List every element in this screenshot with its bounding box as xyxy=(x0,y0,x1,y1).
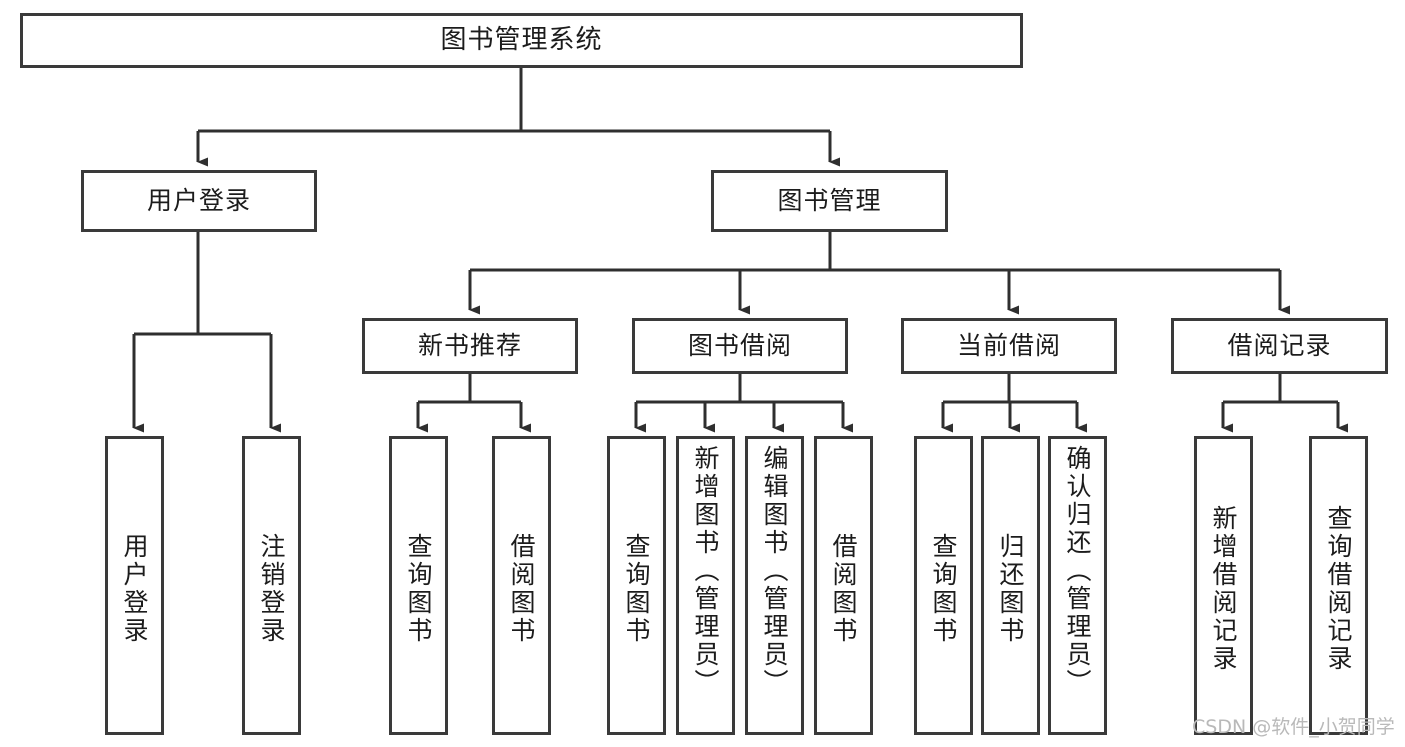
leaf-borrow-borrow-book[interactable]: 借阅图书 xyxy=(814,436,873,735)
node-label: 新增借阅记录 xyxy=(1209,504,1238,673)
leaf-borrow-query-book[interactable]: 查询图书 xyxy=(607,436,666,735)
leaf-current-confirm-return-admin[interactable]: 确认归还（管理员） xyxy=(1048,436,1107,735)
node-label: 当前借阅 xyxy=(956,330,1061,360)
node-label: 用户登录 xyxy=(120,532,149,645)
node-label: 图书管理 xyxy=(777,185,882,215)
node-new-book-recommend[interactable]: 新书推荐 xyxy=(362,318,578,374)
node-book-management[interactable]: 图书管理 xyxy=(711,170,948,232)
leaf-records-query-record[interactable]: 查询借阅记录 xyxy=(1309,436,1368,735)
csdn-watermark: CSDN @软件_小贺同学 xyxy=(1192,716,1395,738)
node-label: 查询图书 xyxy=(622,532,651,645)
node-book-borrow[interactable]: 图书借阅 xyxy=(632,318,848,374)
node-label: 编辑图书（管理员） xyxy=(760,445,789,697)
node-label: 借阅图书 xyxy=(829,532,858,645)
node-label: 查询图书 xyxy=(929,532,958,645)
leaf-borrow-add-book-admin[interactable]: 新增图书（管理员） xyxy=(676,436,735,735)
node-label: 借阅记录 xyxy=(1227,330,1332,360)
node-label: 查询图书 xyxy=(404,532,433,645)
leaf-current-query-book[interactable]: 查询图书 xyxy=(914,436,973,735)
leaf-newbook-query-book[interactable]: 查询图书 xyxy=(389,436,448,735)
leaf-newbook-borrow-book[interactable]: 借阅图书 xyxy=(492,436,551,735)
node-user-login[interactable]: 用户登录 xyxy=(81,170,317,232)
leaf-current-return-book[interactable]: 归还图书 xyxy=(981,436,1040,735)
node-current-borrow[interactable]: 当前借阅 xyxy=(901,318,1117,374)
leaf-borrow-edit-book-admin[interactable]: 编辑图书（管理员） xyxy=(745,436,804,735)
node-borrow-records[interactable]: 借阅记录 xyxy=(1171,318,1388,374)
leaf-user-login[interactable]: 用户登录 xyxy=(105,436,164,735)
leaf-records-add-record[interactable]: 新增借阅记录 xyxy=(1194,436,1253,735)
node-label: 查询借阅记录 xyxy=(1324,504,1353,673)
node-label: 借阅图书 xyxy=(507,532,536,645)
node-root-book-management-system[interactable]: 图书管理系统 xyxy=(20,13,1023,68)
leaf-logout[interactable]: 注销登录 xyxy=(242,436,301,735)
node-label: 新书推荐 xyxy=(417,330,522,360)
node-label: 新增图书（管理员） xyxy=(691,445,720,697)
node-label: 注销登录 xyxy=(257,532,286,645)
node-label: 确认归还（管理员） xyxy=(1063,445,1092,697)
node-label: 图书管理系统 xyxy=(440,24,603,55)
node-label: 用户登录 xyxy=(146,185,251,215)
node-label: 图书借阅 xyxy=(687,330,792,360)
node-label: 归还图书 xyxy=(996,532,1025,645)
